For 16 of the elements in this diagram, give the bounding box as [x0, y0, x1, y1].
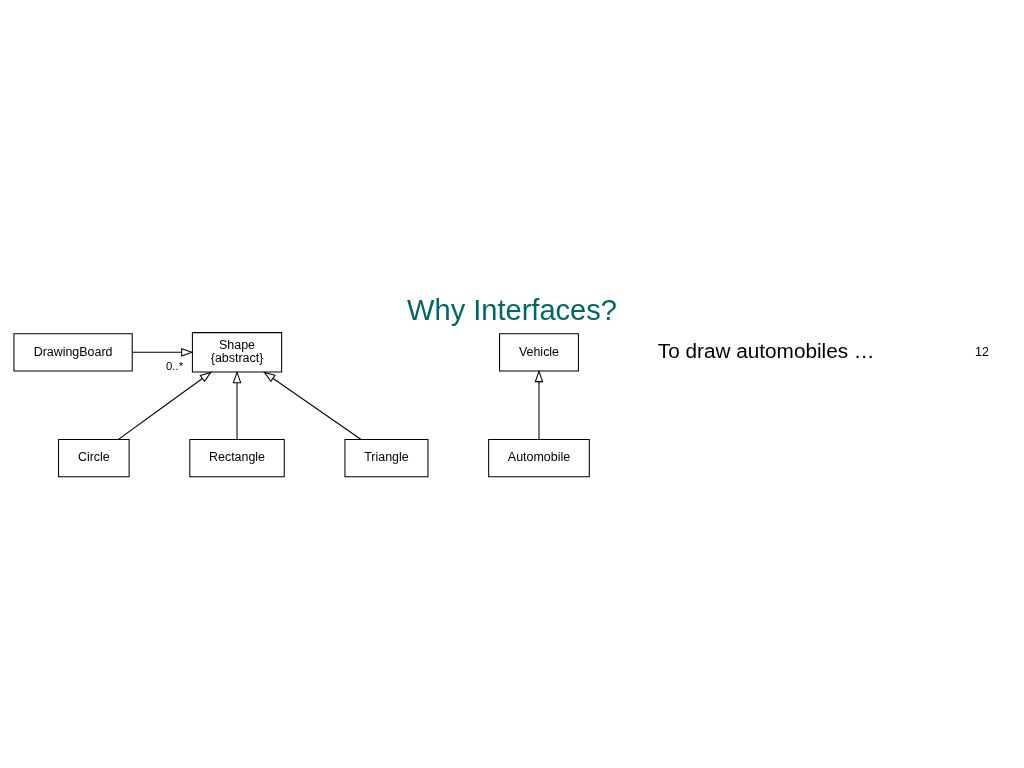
arrow	[534, 369, 544, 440]
node-box: DrawingBoard	[13, 332, 133, 372]
arrow	[117, 370, 213, 440]
edge-label: 0..*	[165, 359, 184, 372]
node-box: Shape {abstract}	[191, 331, 283, 373]
arrow	[131, 347, 194, 357]
node-box: Triangle	[344, 438, 429, 477]
label: To draw automobiles …	[657, 338, 875, 362]
node-box: Automobile	[488, 438, 590, 477]
node-box: Circle	[58, 438, 130, 477]
node-box: Vehicle	[499, 332, 579, 372]
arrow	[263, 371, 362, 440]
node-box: Rectangle	[189, 438, 285, 477]
arrow	[232, 370, 242, 440]
label: 12	[975, 344, 989, 359]
diagram-title: Why Interfaces?	[407, 293, 617, 326]
